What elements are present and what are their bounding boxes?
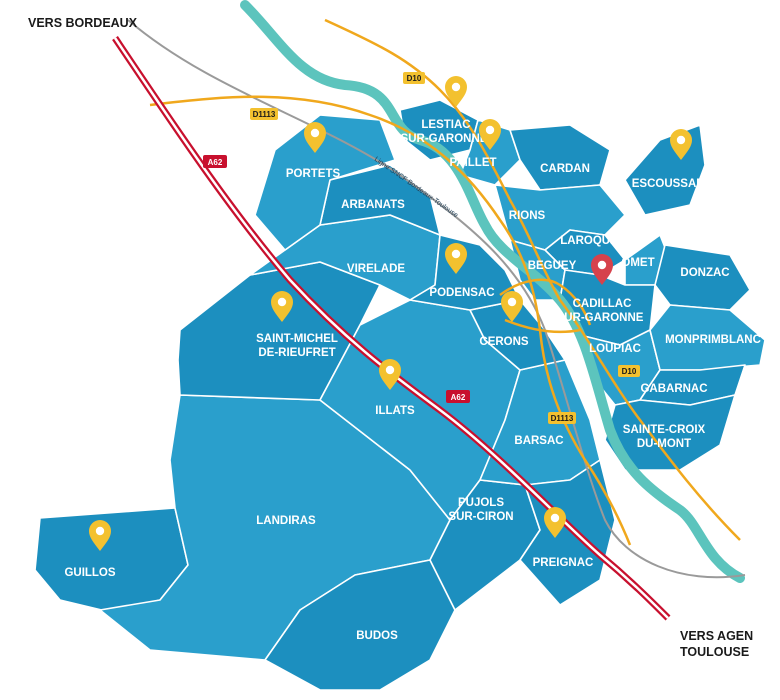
label-laroque: LAROQUE xyxy=(560,235,618,247)
label-donzac: DONZAC xyxy=(680,267,729,279)
garonne-river xyxy=(240,0,745,583)
label-landiras: LANDIRAS xyxy=(256,515,316,527)
label-loupiac: LOUPIAC xyxy=(589,343,641,355)
label-podensac: PODENSAC xyxy=(429,287,494,299)
label-arbanats: ARBANATS xyxy=(341,199,405,211)
label-sainte-croix-2: DU-MONT xyxy=(637,438,691,450)
badge-d1113-north: D1113 xyxy=(250,108,278,120)
label-guillos: GUILLOS xyxy=(64,567,115,579)
commune-labels: PORTETS ARBANATS VIRELADE PODENSAC SAINT… xyxy=(64,119,760,642)
direction-south-label-2: TOULOUSE xyxy=(680,645,749,659)
label-gabarnac: GABARNAC xyxy=(640,383,707,395)
label-portets: PORTETS xyxy=(286,168,341,180)
svg-text:D1113: D1113 xyxy=(551,414,574,423)
commune-cardan[interactable] xyxy=(509,124,611,191)
label-monprimblanc: MONPRIMBLANC xyxy=(665,334,761,346)
road-cadillac-loop xyxy=(499,278,592,334)
railway-line xyxy=(127,19,746,579)
label-saint-michel-2: DE-RIEUFRET xyxy=(258,347,335,359)
motorway-a62 xyxy=(112,36,671,621)
label-sainte-croix-1: SAINTE-CROIX xyxy=(623,424,706,436)
label-virelade: VIRELADE xyxy=(347,263,405,275)
badge-d1113-south: D1113 xyxy=(548,412,576,424)
label-pujols-1: PUJOLS xyxy=(458,497,504,509)
label-cadillac-1: CADILLAC xyxy=(573,298,632,310)
badge-a62-north: A62 xyxy=(203,155,227,168)
label-lestiac-2: SUR-GARONNE xyxy=(401,133,488,145)
commune-podensac[interactable] xyxy=(409,234,521,311)
svg-text:A62: A62 xyxy=(208,158,223,167)
label-illats: ILLATS xyxy=(375,405,415,417)
road-d10 xyxy=(324,18,741,541)
label-pujols-2: SUR-CIRON xyxy=(448,511,513,523)
label-cerons: CERONS xyxy=(479,336,529,348)
yellow-marker-icon[interactable] xyxy=(445,76,467,107)
label-cardan: CARDAN xyxy=(540,163,590,175)
label-cadillac-2: SUR-GARONNE xyxy=(557,312,644,324)
direction-south-label-1: VERS AGEN xyxy=(680,629,753,643)
label-lestiac-1: LESTIAC xyxy=(421,119,470,131)
label-barsac: BARSAC xyxy=(514,435,563,447)
commune-portets[interactable] xyxy=(254,114,396,251)
commune-budos[interactable] xyxy=(264,559,456,691)
road-d1113 xyxy=(149,95,632,546)
label-paillet: PAILLET xyxy=(449,157,496,169)
label-saint-michel-1: SAINT-MICHEL xyxy=(256,333,338,345)
commune-escoussans[interactable] xyxy=(624,124,706,216)
svg-text:D10: D10 xyxy=(407,74,422,83)
commune-preignac[interactable] xyxy=(519,459,616,606)
badge-d10-south: D10 xyxy=(618,365,640,377)
label-rions: RIONS xyxy=(509,210,546,222)
svg-text:D10: D10 xyxy=(622,367,637,376)
label-budos: BUDOS xyxy=(356,630,398,642)
label-preignac: PREIGNAC xyxy=(533,557,594,569)
badge-a62-south: A62 xyxy=(446,390,470,403)
label-escoussans: ESCOUSSANS xyxy=(632,178,713,190)
commune-sainte-croix[interactable] xyxy=(604,394,736,471)
communes-left-bank xyxy=(34,114,616,691)
label-omet: OMET xyxy=(621,257,654,269)
direction-north-label: VERS BORDEAUX xyxy=(28,16,138,30)
label-beguey: BEGUEY xyxy=(528,260,577,272)
svg-text:D1113: D1113 xyxy=(253,110,276,119)
badge-d10-north: D10 xyxy=(403,72,425,84)
svg-text:A62: A62 xyxy=(451,393,466,402)
